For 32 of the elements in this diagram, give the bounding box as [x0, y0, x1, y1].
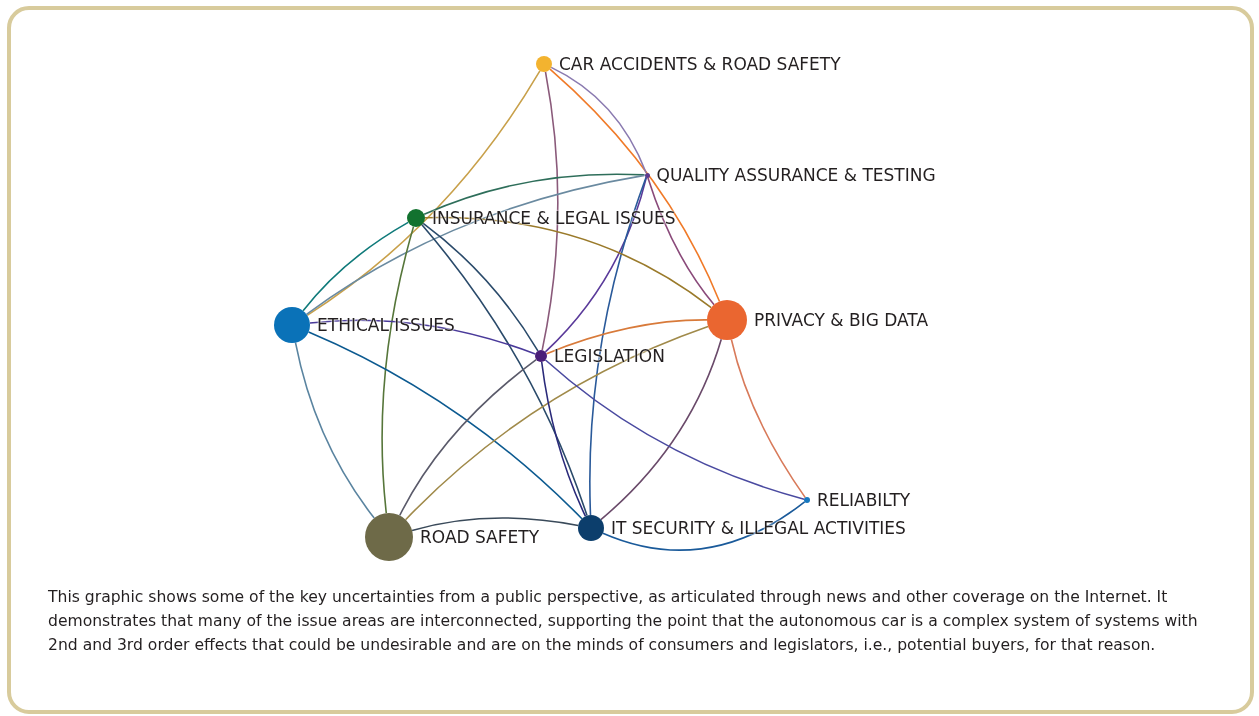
connector-line — [541, 71, 559, 351]
connector-line — [307, 331, 583, 520]
connector-line — [544, 176, 648, 353]
connector-line — [421, 224, 588, 517]
connector-line — [602, 501, 806, 551]
connector-line — [305, 174, 646, 316]
connector-line — [404, 325, 709, 521]
connector-line — [381, 225, 415, 514]
connector-line — [294, 341, 375, 519]
caption: This graphic shows some of the key uncertainties from a public perspective, as articulated through news and other coverage on the Internet. It demonstrates that many of the issue areas are interconnected, supporting the point that the autonomous car is a complex system of systems with 2nd and 3rd order effects that could be undesirable and are on the minds of consumers and legislators, i.e., potential buyers, for that reason. — [48, 587, 1199, 656]
connector-line — [544, 359, 805, 500]
connector-line — [422, 222, 539, 352]
connector-line — [540, 361, 587, 517]
connector-line — [647, 176, 715, 306]
node-label: PRIVACY & BIG DATA — [754, 310, 929, 330]
node-label: ROAD SAFETY — [420, 527, 540, 547]
connector-line — [309, 319, 537, 355]
connector-line — [600, 338, 723, 521]
connector-line — [411, 517, 579, 532]
connector-line — [302, 221, 409, 312]
connector-line — [550, 66, 647, 174]
node-label: RELIABILTY — [817, 490, 911, 510]
connector-line — [306, 70, 541, 317]
node-label: CAR ACCIDENTS & ROAD SAFETY — [559, 54, 841, 74]
connector-line — [730, 338, 807, 499]
connector-line — [424, 216, 712, 309]
connector-line — [589, 176, 647, 516]
connector-line — [423, 173, 646, 216]
connector-line — [545, 319, 708, 355]
node-label: QUALITY ASSURANCE & TESTING — [656, 165, 936, 185]
connector-line — [398, 358, 537, 517]
connector-line — [549, 68, 721, 303]
